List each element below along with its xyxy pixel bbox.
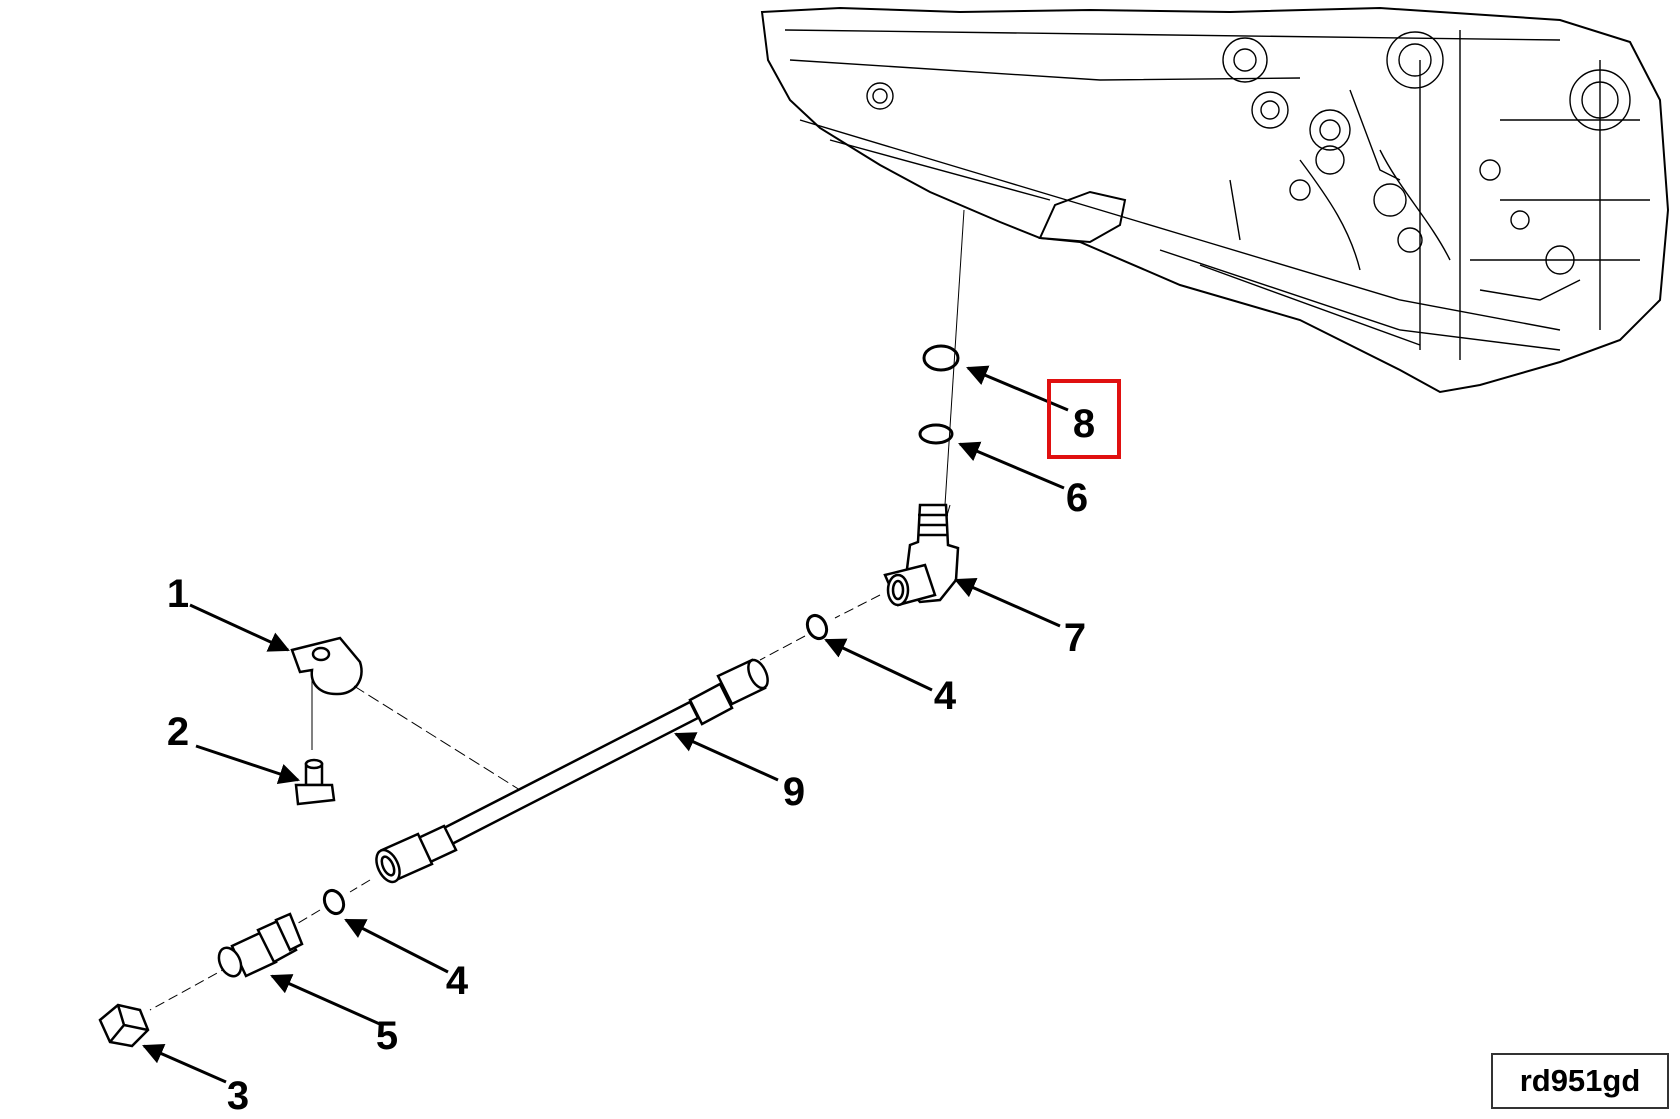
leader-3	[142, 1043, 227, 1084]
leader-8	[966, 365, 1069, 412]
callout-7: 7	[1063, 616, 1087, 660]
leader-9	[674, 732, 779, 782]
clip-1	[290, 636, 363, 696]
callout-4-upper: 4	[933, 674, 957, 718]
drawing-id-label: rd951gd	[1491, 1053, 1669, 1109]
o-ring-4-upper	[805, 613, 829, 641]
leader-2	[195, 744, 300, 784]
centerline-lower	[149, 879, 371, 1011]
adapter-5	[217, 912, 304, 978]
callout-8: 8	[1072, 402, 1096, 446]
o-ring-8	[922, 344, 960, 372]
callout-9: 9	[782, 770, 806, 814]
callout-3: 3	[226, 1074, 250, 1118]
cap-3	[98, 1003, 150, 1048]
callout-1: 1	[166, 572, 190, 616]
o-ring-4-lower	[322, 888, 346, 916]
callout-leaders	[142, 365, 1069, 1084]
callout-8-highlight	[1047, 379, 1121, 459]
housing-details	[784, 29, 1650, 360]
callout-5: 5	[375, 1014, 399, 1058]
o-ring-6	[918, 423, 954, 445]
leader-7	[954, 578, 1061, 628]
leader-4-lower	[344, 918, 449, 974]
leader-1	[189, 603, 290, 652]
callout-6: 6	[1065, 476, 1089, 520]
bolt-2	[294, 758, 336, 806]
callout-2: 2	[166, 710, 190, 754]
leader-4-upper	[824, 638, 933, 692]
leader-5	[270, 974, 383, 1027]
callout-4-lower: 4	[445, 959, 469, 1003]
elbow-fitting-7	[883, 503, 960, 607]
leader-6	[958, 441, 1065, 490]
hose-assembly-9	[375, 658, 769, 884]
centerline-clip	[311, 676, 521, 791]
centerline-hose	[759, 594, 881, 661]
transmission-housing	[760, 6, 1670, 394]
